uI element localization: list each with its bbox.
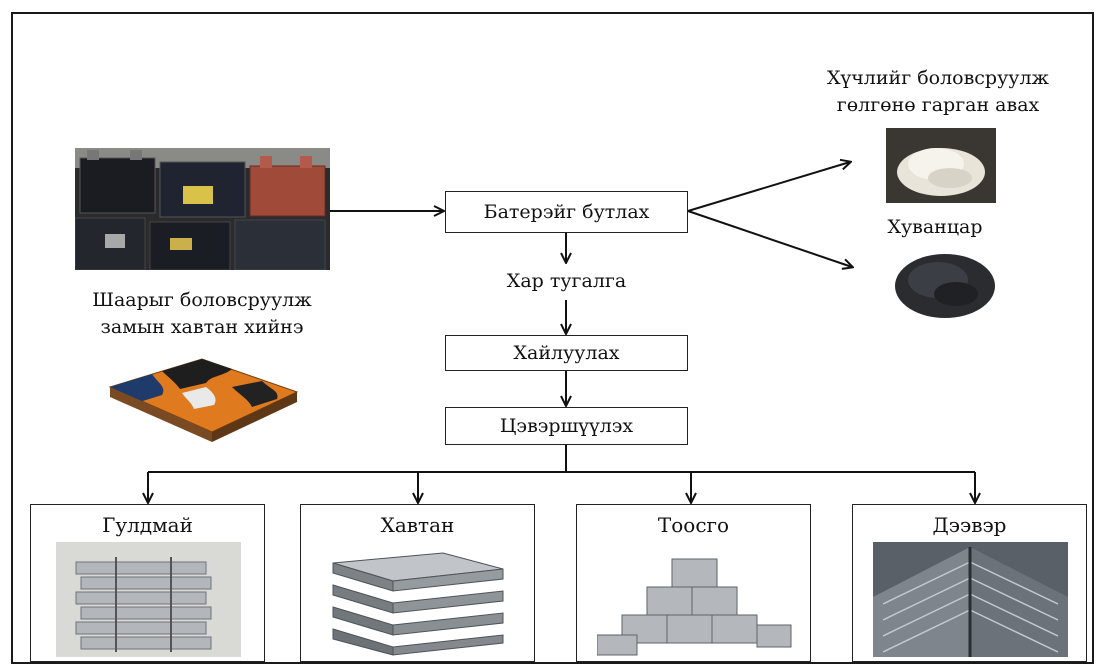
- lead-label: Хар тугалга: [506, 270, 627, 292]
- battery-pile-icon: [75, 148, 330, 270]
- powder-title-line2: гөлгөнө гарган авах: [836, 94, 1040, 116]
- plastic-title: Хуванцар: [887, 216, 983, 238]
- step-crush-box: Батерэйг бутлах: [445, 191, 688, 233]
- plastic-granules-icon: [890, 246, 1000, 321]
- plate-stack-icon: [332, 552, 504, 656]
- slag-note-line2: замын хавтан хийнэ: [100, 316, 304, 338]
- product-plate-label: Хавтан: [380, 513, 455, 537]
- roof-icon: [873, 542, 1068, 657]
- step-refine-label: Цэвэршүүлэх: [499, 415, 634, 437]
- product-roof-box: Дээвэр: [852, 504, 1087, 662]
- product-plate-box: Хавтан: [300, 504, 535, 662]
- step-refine-box: Цэвэршүүлэх: [445, 407, 688, 445]
- product-brick-box: Тоосго: [576, 504, 811, 662]
- paving-tile-icon: [108, 358, 299, 442]
- diagram-frame: [11, 12, 1094, 664]
- brick-wall-icon: [597, 558, 792, 656]
- ingot-stack-icon: [56, 542, 241, 657]
- slag-note-line1: Шаарыг боловсруулж: [92, 289, 312, 311]
- powder-title-line1: Хүчлийг боловсруулж: [826, 67, 1049, 89]
- white-powder-icon: [886, 128, 996, 203]
- product-brick-label: Тоосго: [657, 513, 730, 537]
- product-ingot-box: Гулдмай: [30, 504, 265, 662]
- step-melt-box: Хайлуулах: [445, 335, 688, 371]
- step-melt-label: Хайлуулах: [513, 342, 620, 364]
- product-roof-label: Дээвэр: [932, 513, 1007, 537]
- product-ingot-label: Гулдмай: [102, 513, 193, 537]
- step-crush-label: Батерэйг бутлах: [483, 201, 650, 223]
